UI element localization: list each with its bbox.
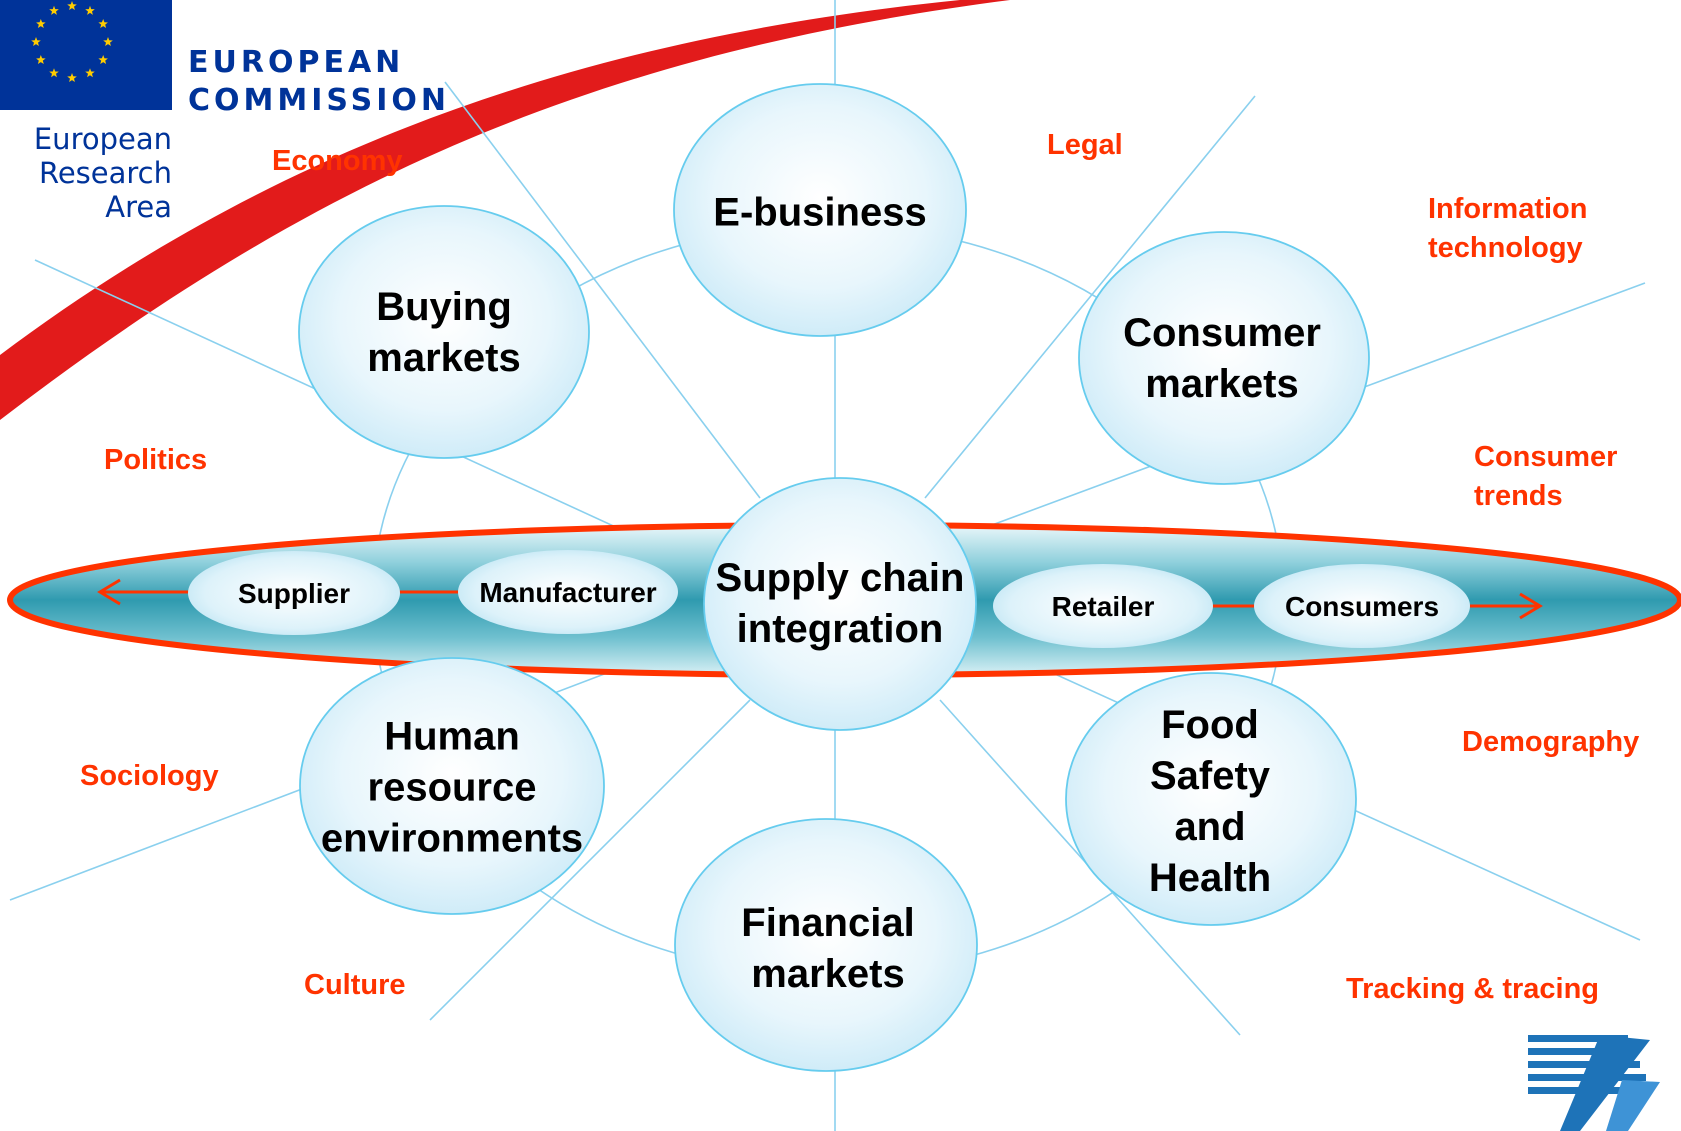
area-line2: Research Area [38, 156, 172, 224]
eu-star-icon [98, 19, 108, 28]
chain-node-supplier [188, 551, 400, 635]
chain-manufacturer: Manufacturer [479, 577, 657, 608]
bubble-financial-markets [674, 818, 978, 1072]
node-food-safety: Food Safety and Health [1149, 700, 1271, 904]
bubble-buying-markets [298, 205, 590, 459]
bubble-center [703, 477, 977, 731]
eu-flag-icon [0, 0, 172, 110]
factor-politics: Politics [104, 444, 208, 476]
bubbles [298, 83, 1370, 1072]
factor-information-technology: Information technology [1428, 193, 1588, 264]
factor-culture: Culture [304, 969, 406, 1001]
factor-sociology: Sociology [80, 760, 219, 792]
factor-legal: Legal [1047, 129, 1123, 161]
org-name: EUROPEAN COMMISSION [188, 44, 450, 120]
bubble-food-safety [1065, 672, 1357, 926]
node-buying-markets: Buying markets [367, 282, 520, 384]
node-human-resource: Human resource environments [321, 712, 583, 865]
chain-retailer: Retailer [1051, 591, 1155, 622]
node-human-resource-line1: Human [384, 714, 520, 759]
node-e-business: E-business [713, 188, 926, 239]
node-e-business-line1: E-business [713, 190, 927, 235]
eu-star-icon [67, 1, 77, 10]
eu-star-icon [49, 5, 59, 15]
org-name-line1: EUROPEAN [188, 45, 405, 80]
node-financial-markets: Financial markets [741, 898, 914, 1000]
bubble-human-resource [299, 657, 605, 915]
eu-star-icon [98, 55, 108, 64]
chain-node-retailer [993, 564, 1213, 648]
node-consumer-markets: Consumer markets [1123, 308, 1321, 410]
node-financial-markets-line1: Financial [741, 901, 915, 945]
node-food-safety-line1: Food [1161, 703, 1259, 747]
chain-node-manufacturer [458, 550, 678, 634]
eu-star-icon [85, 5, 95, 15]
node-food-safety-line4: Health [1148, 856, 1272, 900]
factor-consumer-trends: Consumer trends [1474, 441, 1618, 512]
area-line1: European [33, 122, 172, 156]
bubble-consumer-markets [1078, 231, 1370, 485]
chain-node-consumers [1254, 564, 1470, 648]
bubble-e-business [673, 83, 967, 337]
node-financial-markets-line2: markets [751, 952, 905, 996]
node-consumer-markets-line1: Consumer [1123, 311, 1321, 355]
node-human-resource-line3: environments [320, 816, 584, 861]
node-center-line1: Supply chain [715, 556, 965, 600]
node-center-line2: integration [736, 607, 944, 651]
factor-tracking-tracing: Tracking & tracing [1346, 973, 1600, 1005]
org-name-line2: COMMISSION [188, 83, 451, 118]
factor-economy: Economy [272, 145, 403, 177]
chain-arrows [97, 578, 1543, 620]
node-human-resource-line2: resource [367, 765, 537, 810]
eu-star-icon [49, 68, 59, 78]
fp7-logo-icon [1528, 1035, 1660, 1131]
node-buying-markets-line1: Buying [376, 285, 512, 329]
chain-ellipses [188, 550, 1470, 648]
chain-consumers: Consumers [1284, 591, 1440, 622]
eu-star-icon [36, 19, 46, 28]
node-center: Supply chain integration [716, 553, 965, 655]
eu-star-icon [103, 37, 113, 46]
eu-star-icon [31, 37, 41, 46]
node-food-safety-line3: and [1174, 805, 1246, 849]
chain-supplier: Supplier [237, 578, 351, 609]
eu-star-icon [36, 55, 46, 64]
factor-demography: Demography [1462, 726, 1640, 758]
node-consumer-markets-line2: markets [1145, 362, 1299, 406]
eu-star-icon [67, 73, 77, 82]
eu-star-icon [85, 68, 95, 78]
research-area-label: European Research Area [0, 122, 172, 224]
node-buying-markets-line2: markets [367, 336, 521, 380]
node-food-safety-line2: Safety [1149, 754, 1271, 798]
